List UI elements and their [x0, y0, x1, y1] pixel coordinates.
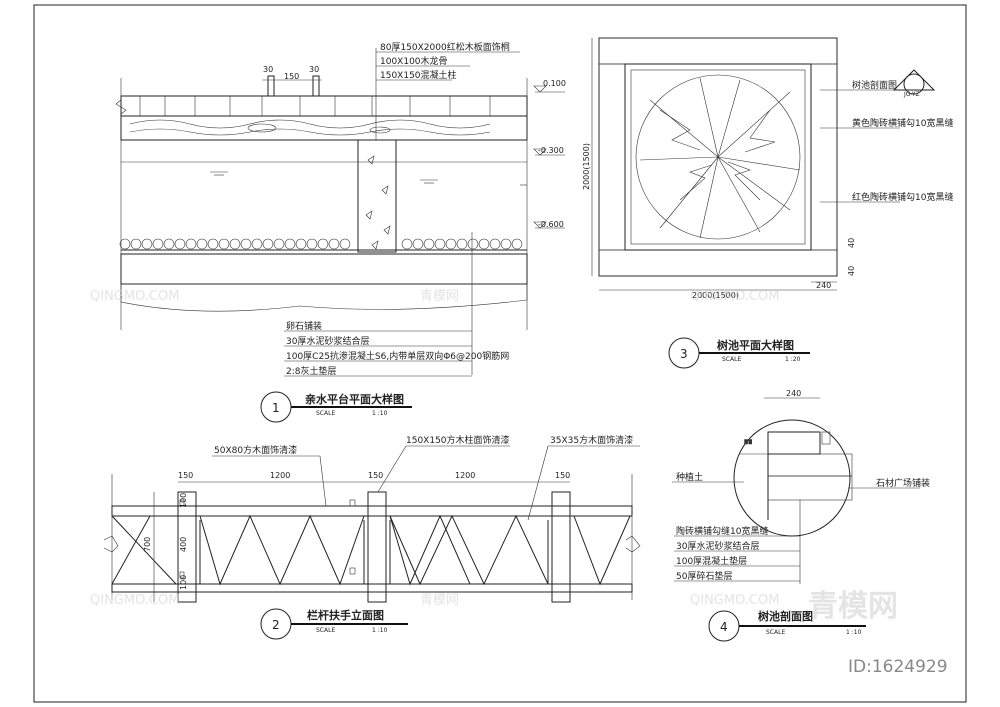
- d4-label-paving: 石材广场铺装: [876, 477, 930, 489]
- d4-scale-value: 1 :10: [846, 629, 862, 636]
- d2-dim-3: 150: [368, 471, 383, 480]
- d1-elev-2: -0.300: [538, 146, 564, 155]
- d2-vdim-4: 100: [179, 575, 188, 590]
- svg-text:ⅢⅢ: ⅢⅢ: [744, 439, 752, 446]
- d1-dim-a: 30: [263, 65, 273, 74]
- railing-post-left: [177, 491, 197, 603]
- detail-3-tree-pit-plan: 2000(1500) 2000(1500) 240 40 40 树池剖面图 黄色…: [582, 37, 953, 369]
- d1-number: 1: [272, 401, 280, 415]
- d2-dim-1: 150: [178, 471, 193, 480]
- d4-label-soil: 种植土: [676, 471, 703, 483]
- d2-number: 2: [272, 618, 280, 632]
- detail-1-platform-section: 30 150 30 80厚150X2000红松木板面饰桐 100X100木龙骨 …: [115, 41, 566, 423]
- d3-side-dim: 2000(1500): [582, 143, 591, 190]
- watermark-site-cn-1: 青模网: [420, 289, 459, 304]
- d2-vdim-3: 400: [179, 537, 188, 552]
- railing-post-right: [551, 491, 571, 603]
- d2-label-lattice: 35X35方木面饰清漆: [550, 434, 633, 446]
- d4-layer-2: 30厚水泥砂浆结合层: [676, 540, 759, 552]
- d2-title: 栏杆扶手立面图: [307, 608, 384, 622]
- d2-scale-label: SCALE: [316, 627, 335, 634]
- d2-label-handrail: 50X80方木面饰清漆: [214, 444, 297, 456]
- d2-scale-value: 1 :10: [372, 627, 388, 634]
- d4-layer-3: 100厚混凝土垫层: [676, 555, 747, 567]
- d1-layer-2: 30厚水泥砂浆结合层: [286, 335, 369, 347]
- d3-small-dim: 240: [816, 281, 831, 290]
- d2-vdim-1: 100: [179, 493, 188, 508]
- d3-small-dim-r1: 40: [847, 238, 856, 248]
- d1-dim-c: 30: [309, 65, 319, 74]
- d4-scale-label: SCALE: [766, 629, 785, 636]
- railing-post-middle: [367, 491, 387, 603]
- d3-label-red-tile: 红色陶砖横铺勾10宽黑缝: [852, 191, 953, 203]
- d1-scale-label: SCALE: [316, 410, 335, 417]
- watermark-site-cn-2: 青模网: [420, 593, 459, 608]
- d1-elev-3: -0.600: [538, 220, 564, 229]
- watermarks: QINGMO.COM 青模网 QINGMO.COM 青模网 QINGMO.COM…: [90, 289, 948, 677]
- d3-scale-value: 1 :20: [785, 356, 801, 363]
- d1-title: 亲水平台平面大样图: [305, 392, 404, 406]
- d3-index-label: JG-YZ: [903, 91, 920, 98]
- d3-label-section-ref: 树池剖面图: [852, 79, 897, 91]
- watermark-site-1: QINGMO.COM: [90, 289, 179, 304]
- d2-dim-5: 150: [555, 471, 570, 480]
- sheet-border: [33, 4, 967, 703]
- d4-detail-circle: [733, 419, 851, 537]
- d1-label-joist: 100X100木龙骨: [380, 55, 448, 67]
- d3-title: 树池平面大样图: [717, 338, 794, 352]
- d4-top-dim: 240: [786, 389, 801, 398]
- d1-scale-value: 1 :10: [372, 410, 388, 417]
- d4-title: 树池剖面图: [758, 609, 813, 623]
- watermark-id: ID:1624929: [848, 657, 948, 677]
- watermark-brand: 青模网: [808, 589, 898, 624]
- d2-vdim-2: 700: [143, 537, 152, 552]
- d1-label-plank: 80厚150X2000红松木板面饰桐: [380, 41, 510, 53]
- watermark-site-4: QINGMO.COM: [690, 593, 779, 608]
- d2-dim-4: 1200: [455, 471, 475, 480]
- d1-layer-1: 卵石铺装: [286, 320, 322, 332]
- d1-dim-b: 150: [284, 72, 299, 81]
- d2-label-post: 150X150方木柱面饰清漆: [406, 434, 510, 446]
- watermark-site-3: QINGMO.COM: [690, 289, 779, 304]
- d2-dim-2: 1200: [270, 471, 290, 480]
- d3-small-dim-r2: 40: [847, 266, 856, 276]
- d1-label-post: 150X150混凝土柱: [380, 69, 457, 81]
- d1-layer-3: 100厚C25抗渗混凝土S6,内带单层双向Φ6@200钢筋网: [286, 350, 509, 362]
- d3-number: 3: [680, 347, 688, 361]
- d4-number: 4: [720, 620, 728, 634]
- detail-4-tree-pit-section: ⅢⅢ 240 种植土 石材广场铺装 陶砖横铺勾缝10宽黑缝 30厚水泥砂浆结合层…: [672, 389, 930, 642]
- d3-label-yellow-tile: 黄色陶砖横铺勾10宽黑缝: [852, 117, 953, 129]
- watermark-site-2: QINGMO.COM: [90, 593, 179, 608]
- d1-elev-1: 0.100: [543, 79, 566, 88]
- d3-scale-label: SCALE: [722, 356, 741, 363]
- d1-layer-4: 2:8灰土垫层: [286, 365, 337, 377]
- detail-2-railing-elevation: 150 1200 150 1200 150 100 700 400 100 50…: [103, 434, 641, 640]
- d4-layer-4: 50厚碎石垫层: [676, 570, 732, 582]
- d3-bottom-dim: 2000(1500): [692, 291, 739, 300]
- d4-layer-1: 陶砖横铺勾缝10宽黑缝: [676, 525, 768, 537]
